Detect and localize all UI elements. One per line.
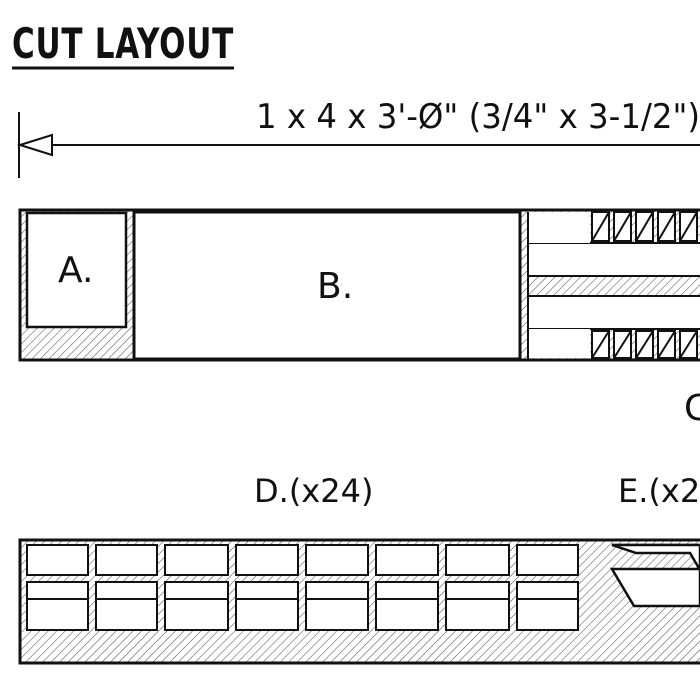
- part-d-piece: [305, 598, 369, 631]
- dimension-arrow: [16, 133, 53, 157]
- part-c-teeth-top: [591, 211, 698, 242]
- part-d-piece: [164, 544, 229, 576]
- part-d-piece: [375, 598, 439, 631]
- part-d-piece: [445, 598, 510, 631]
- board-dimension-label: 1 x 4 x 3'-Ø" (3/4" x 3-1/2"): [256, 97, 700, 137]
- part-d-piece: [95, 544, 158, 576]
- part-a: [25, 211, 128, 329]
- part-e-label: E.(x2): [618, 472, 700, 510]
- part-a-label: A.: [58, 250, 93, 291]
- part-d-piece: [26, 544, 89, 576]
- part-d-piece: [305, 544, 369, 576]
- part-c-lower-strip: [527, 295, 700, 330]
- part-d-piece: [164, 598, 229, 631]
- part-d-pieces: [26, 544, 579, 631]
- part-d-piece: [235, 544, 299, 576]
- part-e-pieces: [609, 543, 700, 608]
- part-b-label: B.: [317, 266, 353, 307]
- part-d-piece: [516, 598, 579, 631]
- part-d-piece: [95, 598, 158, 631]
- part-b: [132, 210, 522, 361]
- board-1: [18, 208, 700, 362]
- part-d-piece: [235, 598, 299, 631]
- part-c-upper-strip: [527, 242, 700, 277]
- part-d-piece: [516, 544, 579, 576]
- part-d-piece: [26, 598, 89, 631]
- part-e-piece: [611, 543, 700, 573]
- part-d-label: D.(x24): [254, 472, 373, 510]
- part-e-piece: [609, 567, 700, 608]
- part-d-piece: [375, 544, 439, 576]
- drawing-title: CUT LAYOUT: [12, 19, 234, 68]
- part-d-piece: [445, 544, 510, 576]
- part-c-label: C: [684, 388, 700, 429]
- part-c-teeth-bottom: [591, 330, 698, 359]
